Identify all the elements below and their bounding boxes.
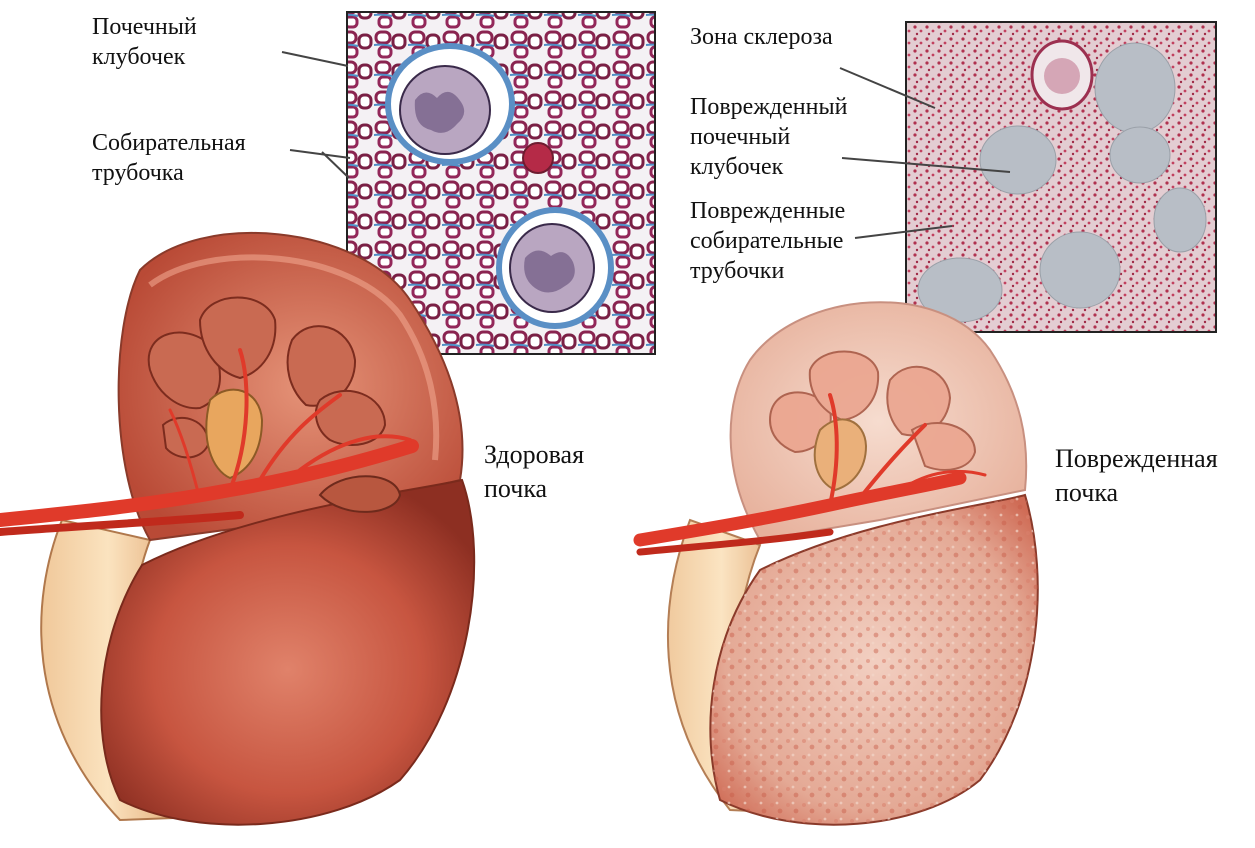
healthy-glomerulus-2 bbox=[499, 210, 611, 326]
label-glomerulus: Почечный клубочек bbox=[92, 12, 197, 72]
damaged-histology-image bbox=[906, 22, 1216, 332]
label-sclerosis-zone: Зона склероза bbox=[690, 22, 833, 52]
healthy-kidney bbox=[0, 233, 474, 825]
healthy-kidney-caption: Здоровая почка bbox=[484, 438, 584, 506]
damaged-kidney bbox=[640, 302, 1038, 824]
healthy-leader-lines bbox=[282, 52, 350, 178]
healthy-glomerulus bbox=[388, 46, 512, 162]
label-damaged-glomerulus: Поврежденный почечный клубочек bbox=[690, 92, 847, 182]
label-collecting-tubule: Собирательная трубочка bbox=[92, 128, 246, 188]
damaged-kidney-caption: Поврежденная почка bbox=[1055, 442, 1218, 510]
label-damaged-tubules: Поврежденные собирательные трубочки bbox=[690, 196, 845, 286]
